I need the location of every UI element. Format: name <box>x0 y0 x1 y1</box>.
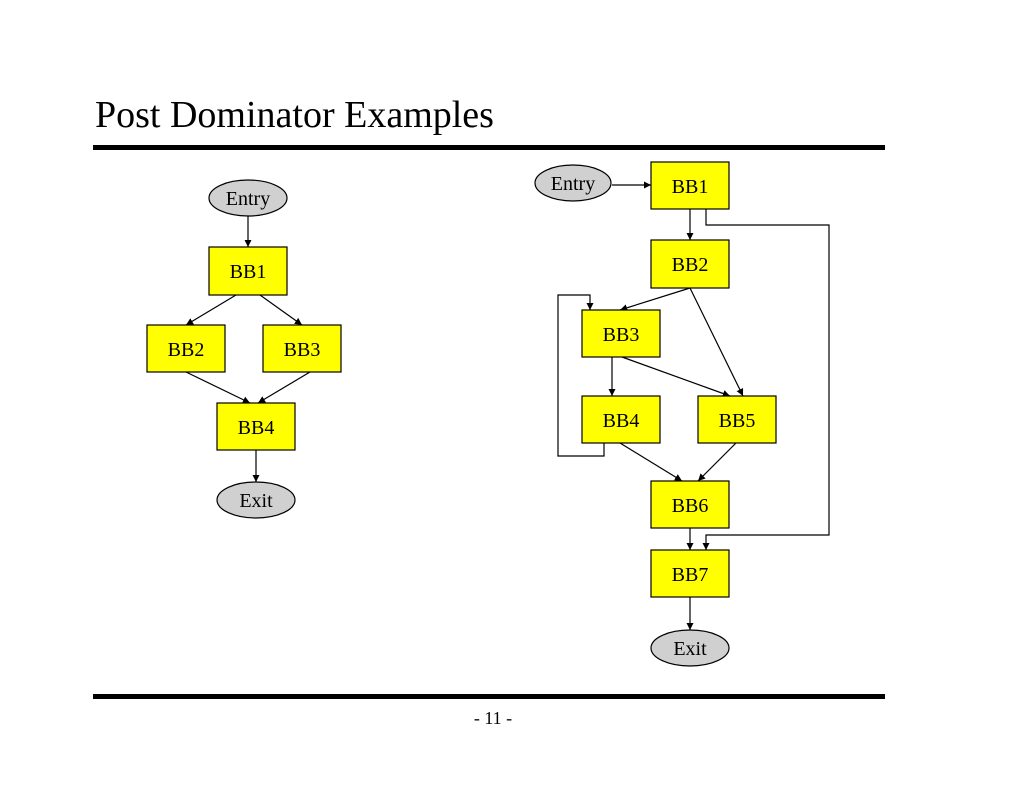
edge-bb3-bb4 <box>257 371 311 404</box>
left-bb4-node: BB4 <box>216 402 296 451</box>
edge-bb5-bb6 <box>697 442 737 482</box>
right-bb5-node: BB5 <box>697 395 777 444</box>
right-bb2-node: BB2 <box>650 239 730 289</box>
footer-rule <box>93 694 885 699</box>
edge-bb1-bb3 <box>259 294 303 326</box>
right-entry-label: Entry <box>551 173 595 195</box>
left-exit-node: Exit <box>216 481 296 519</box>
left-exit-label: Exit <box>239 490 273 512</box>
left-bb4-label: BB4 <box>238 417 275 439</box>
left-entry-node: Entry <box>208 179 288 217</box>
right-bb7-node: BB7 <box>650 549 730 598</box>
right-bb7-label: BB7 <box>672 564 709 586</box>
right-bb1-label: BB1 <box>672 176 709 198</box>
edge-bb3-bb5 <box>621 356 731 397</box>
right-bb1-node: BB1 <box>650 161 730 210</box>
page-number: - 11 - <box>473 708 513 728</box>
right-bb2-label: BB2 <box>672 254 709 276</box>
right-entry-node: Entry <box>534 164 612 202</box>
right-exit-label: Exit <box>673 638 707 660</box>
edge-bb2-bb3 <box>619 287 691 312</box>
right-exit-node: Exit <box>650 629 730 667</box>
title-underline <box>93 145 885 150</box>
edge-bb2-bb5 <box>689 287 744 397</box>
left-bb3-label: BB3 <box>284 339 321 361</box>
edge-bb4-bb6 <box>619 442 683 482</box>
right-bb4-label: BB4 <box>603 410 640 432</box>
left-bb3-node: BB3 <box>262 324 342 373</box>
left-bb1-label: BB1 <box>230 261 267 283</box>
right-bb6-node: BB6 <box>650 480 730 529</box>
edge-bb4-bb3-loop <box>557 294 605 457</box>
edge-bb1-bb7 <box>702 209 830 550</box>
edge-bb2-bb4 <box>185 371 251 404</box>
right-bb5-label: BB5 <box>719 410 756 432</box>
edge-bb1-bb2 <box>185 294 237 326</box>
slide-title: Post Dominator Examples <box>95 94 494 136</box>
right-bb3-node: BB3 <box>581 309 661 358</box>
left-bb2-label: BB2 <box>168 339 205 361</box>
left-bb1-node: BB1 <box>208 246 288 296</box>
right-bb3-label: BB3 <box>603 324 640 346</box>
right-bb4-node: BB4 <box>581 395 661 444</box>
left-entry-label: Entry <box>226 188 270 210</box>
left-cfg: Entry BB1 BB2 BB3 BB4 Exit <box>146 179 342 519</box>
left-bb2-node: BB2 <box>146 324 226 373</box>
right-bb6-label: BB6 <box>672 495 709 517</box>
right-cfg: Entry BB1 BB2 BB3 BB4 BB5 BB6 BB7 <box>534 161 830 667</box>
